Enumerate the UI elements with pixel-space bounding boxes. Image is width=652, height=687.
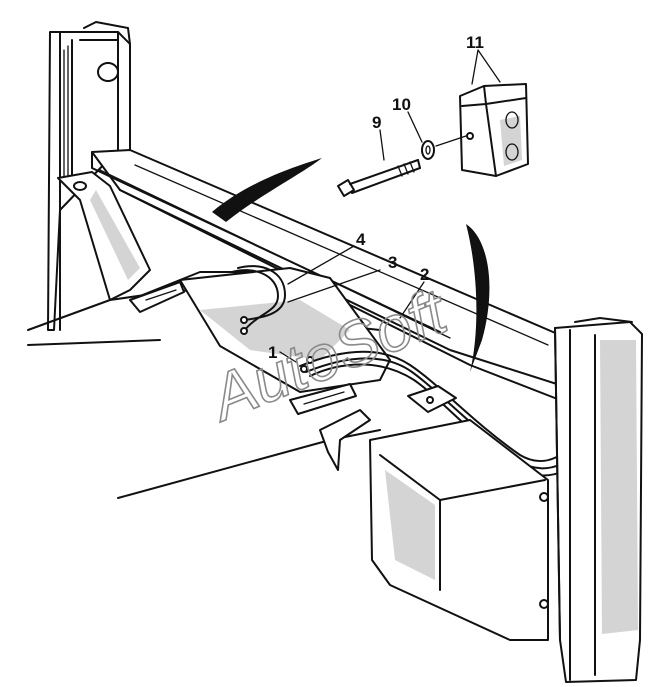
left-mounting-bracket	[57, 171, 151, 301]
callout-1: 1	[268, 343, 277, 362]
callout-10: 10	[392, 95, 411, 114]
callout-11: 11	[466, 33, 484, 52]
left-slotted-bracket	[129, 281, 185, 313]
arrow-left-icon	[212, 158, 322, 222]
washer-part-10	[421, 140, 435, 160]
bolt-part-9	[337, 159, 421, 197]
direction-arrows	[212, 158, 490, 372]
callout-2: 2	[420, 265, 429, 284]
right-upright-post	[554, 317, 643, 683]
clamp-block-part-11	[435, 83, 529, 177]
clamp-plate	[319, 385, 457, 471]
callout-3: 3	[388, 253, 397, 272]
callout-9: 9	[372, 113, 381, 132]
arrow-right-icon	[466, 224, 490, 372]
housing-block	[369, 419, 549, 641]
leader-lines	[279, 49, 501, 363]
callout-4: 4	[356, 230, 366, 249]
right-slotted-bracket	[289, 383, 357, 415]
